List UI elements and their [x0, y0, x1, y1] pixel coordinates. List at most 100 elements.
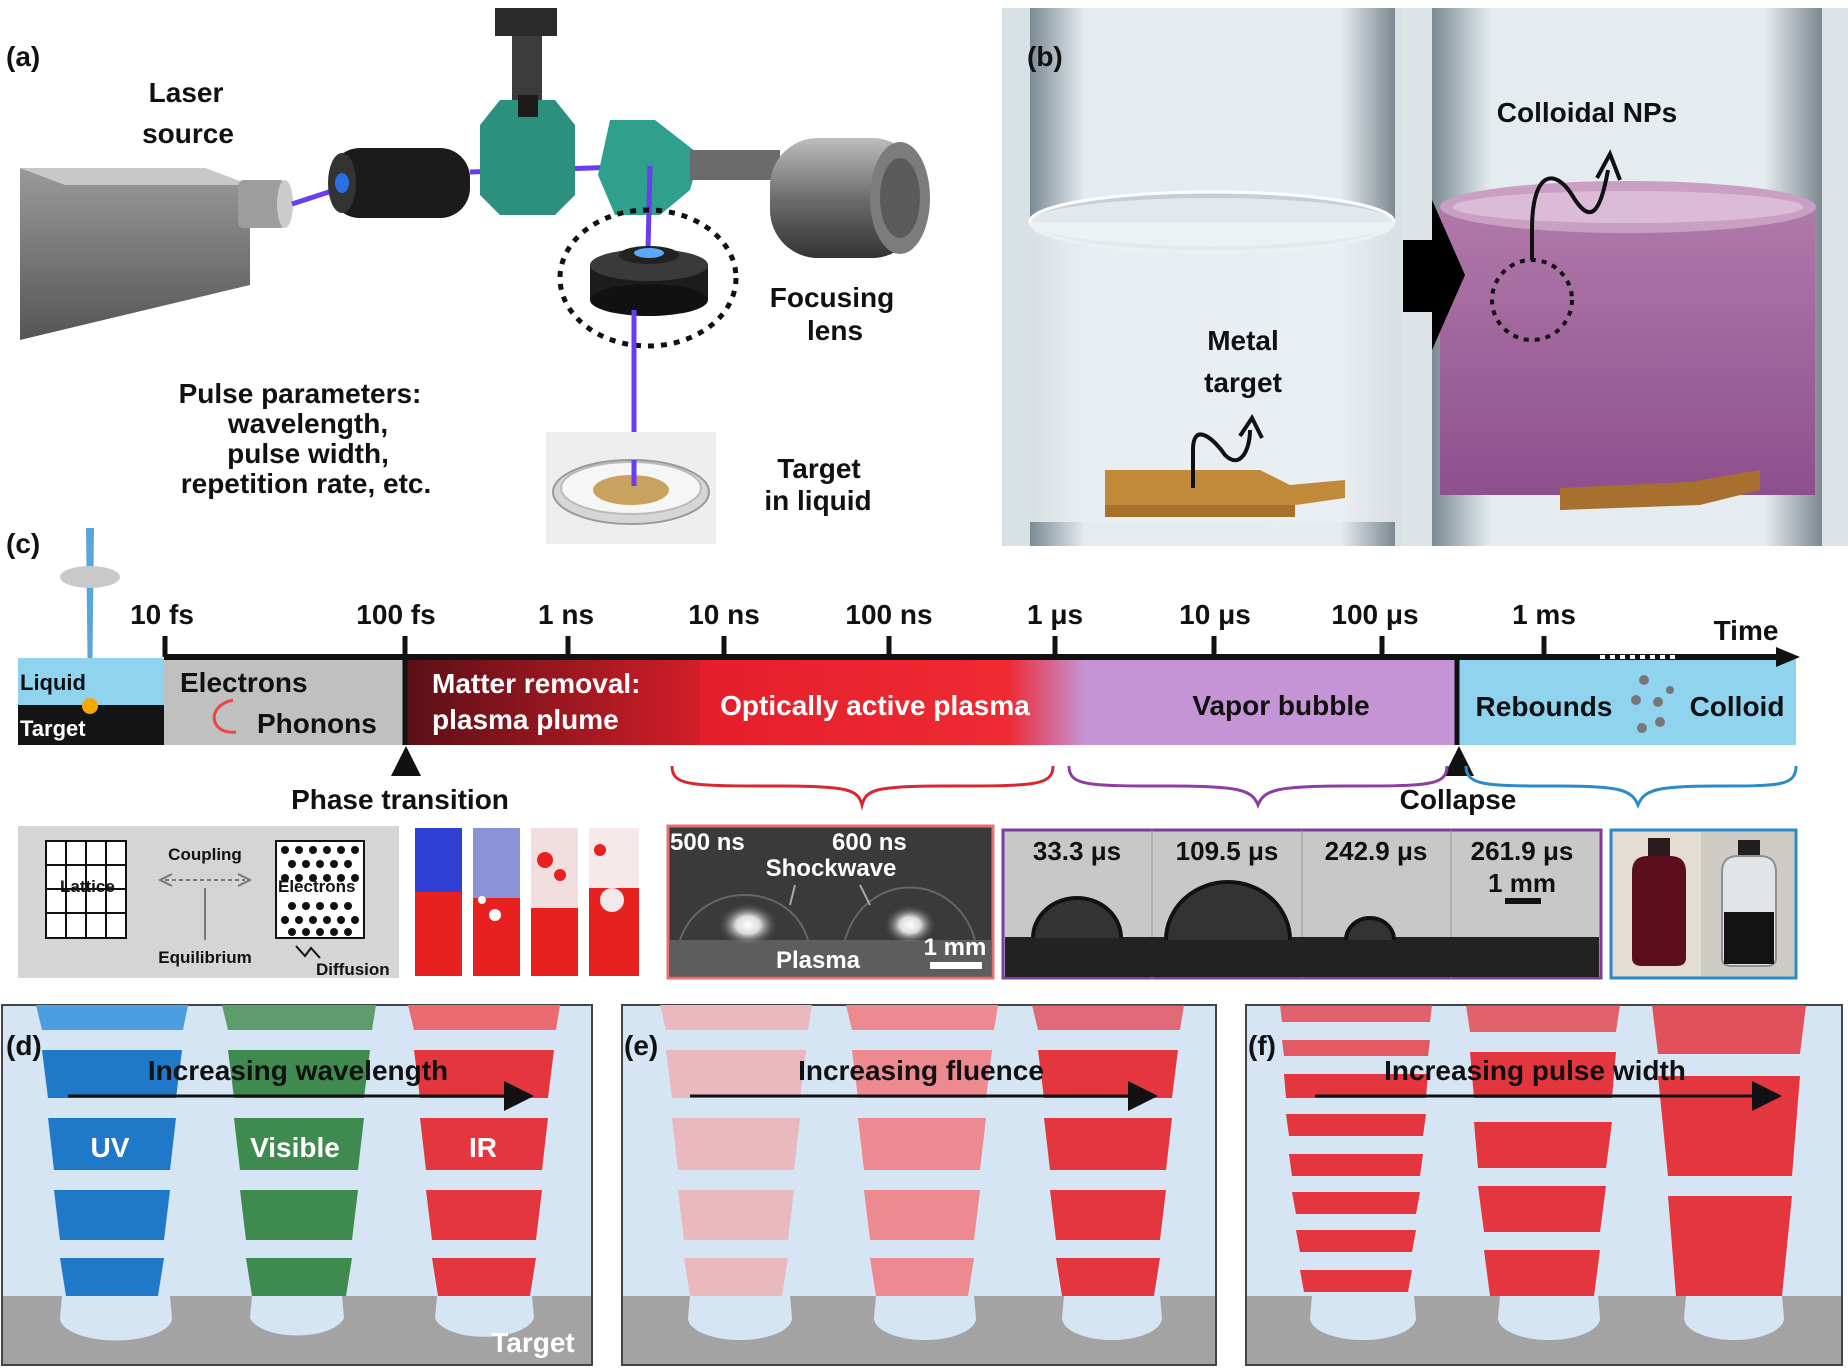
rebounds-label: Rebounds [1476, 691, 1613, 722]
tick-label-6: 10 μs [1179, 599, 1251, 630]
schematic-liquid-label: Liquid [20, 670, 86, 695]
laser-beam-1 [291, 187, 336, 207]
electrons-phonons-arrow [212, 698, 237, 734]
pulse-params-label-3: pulse width, [227, 438, 389, 469]
matter-removal-label-1: Matter removal: [432, 668, 641, 699]
equilibrium-label: Equilibrium [158, 948, 252, 967]
segment-matter-removal [406, 658, 700, 745]
bottle-ruby-colloid [1632, 856, 1686, 966]
panel-b-letter: (b) [1027, 41, 1063, 72]
bottle-cap-1 [1648, 838, 1670, 856]
bubble-time-3: 242.9 μs [1325, 836, 1428, 866]
shadowgraph-time-2: 600 ns [832, 829, 907, 856]
shadowgraph-scale-label: 1 mm [924, 934, 987, 961]
panel-a-letter: (a) [6, 41, 40, 72]
panel-d: (d) Increasing wavelength UV Visible IR … [1, 1004, 593, 1366]
tick-label-1: 100 fs [356, 599, 435, 630]
electron-sea [275, 840, 365, 939]
tick-label-0: 10 fs [130, 599, 194, 630]
medium-pulses [1466, 1005, 1620, 1296]
metal-target-label-2: target [1204, 367, 1282, 398]
panel-f: (f) Increasing pulse width [1245, 1004, 1843, 1366]
vapor-bubble-label: Vapor bubble [1192, 690, 1369, 721]
pulse-params-label-2: wavelength, [227, 408, 388, 439]
colloidal-nps-label: Colloidal NPs [1497, 97, 1677, 128]
panel-c-letter: (c) [6, 528, 40, 559]
mirror-block-1 [480, 100, 575, 215]
uv-pulses [36, 1005, 188, 1296]
focusing-lens-label-1: Focusing [770, 282, 894, 313]
matter-removal-label-2: plasma plume [432, 704, 619, 735]
pulse-params-label-1: Pulse parameters: [179, 378, 422, 409]
wavelength-arrow-label: Increasing wavelength [148, 1055, 448, 1086]
tick-label-7: 100 μs [1331, 599, 1418, 630]
short-pulses [1280, 1005, 1432, 1292]
bubble-1 [1031, 896, 1123, 939]
coupling-label: Coupling [168, 845, 242, 864]
laser-connector [238, 180, 286, 228]
collimator [330, 148, 470, 218]
timeline-ticks [162, 636, 1547, 745]
panel-b: (b) Metal target Colloidal NPs [1002, 8, 1848, 546]
focusing-lens-label-2: lens [807, 315, 863, 346]
metal-disc [593, 475, 669, 505]
target-label: Target [491, 1327, 575, 1358]
target-in-liquid-label-2: in liquid [764, 485, 871, 516]
time-axis-label: Time [1714, 615, 1779, 646]
colloid-label: Colloid [1690, 691, 1785, 722]
process-arrow [1403, 200, 1465, 350]
metal-target-label-1: Metal [1207, 325, 1279, 356]
schematic-lens [60, 566, 120, 588]
plasma-inset-label: Plasma [776, 947, 861, 974]
electron-dots [281, 846, 359, 936]
panel-d-letter: (d) [6, 1030, 42, 1061]
bubble-time-1: 33.3 μs [1033, 836, 1121, 866]
plasma-brace [670, 765, 1055, 811]
bubble-2 [1164, 880, 1292, 941]
shockwave-label: Shockwave [766, 855, 897, 882]
bubble-time-4: 261.9 μs [1471, 836, 1574, 866]
laser-source-body [20, 168, 250, 340]
segment-plasma [700, 658, 1085, 745]
vapor-brace [1067, 765, 1449, 810]
bottle-cap-2 [1738, 840, 1760, 856]
segment-electrons [164, 658, 406, 745]
metal-target-plate [1105, 470, 1345, 516]
shadowgraph-time-1: 500 ns [670, 829, 745, 856]
electrons-label: Electrons [180, 667, 308, 698]
colloid-dots [1631, 675, 1674, 733]
low-fluence-pulses [660, 1005, 812, 1296]
laser-source-label-2: source [142, 118, 234, 149]
tick-label-5: 1 μs [1027, 599, 1083, 630]
panel-f-letter: (f) [1248, 1030, 1276, 1061]
electrons-inset-label: Electrons [278, 877, 355, 896]
segment-rebounds [1459, 658, 1796, 745]
colloidal-nps-arrow [1530, 169, 1610, 260]
panel-e-letter: (e) [624, 1030, 658, 1061]
collapse-label: Collapse [1400, 784, 1517, 815]
ir-pulses [408, 1005, 560, 1296]
plasma-glow-1 [718, 903, 778, 947]
pulse-params-label-4: repetition rate, etc. [181, 468, 432, 499]
metal-target-arrow [1191, 429, 1252, 488]
bubble-scale-bar [1505, 898, 1541, 904]
plasma-label: Optically active plasma [720, 690, 1030, 721]
uv-label: UV [91, 1132, 130, 1163]
panel-e: (e) Increasing fluence [621, 1004, 1217, 1366]
plasma-glow-2 [884, 905, 936, 945]
shadowgraph-scale-bar [930, 962, 982, 969]
visible-label: Visible [250, 1132, 340, 1163]
diffusion-arrow [295, 945, 321, 959]
bubble-time-2: 109.5 μs [1176, 836, 1279, 866]
pulse-width-arrow-label: Increasing pulse width [1384, 1055, 1686, 1086]
tick-label-8: 1 ms [1512, 599, 1576, 630]
schematic-target-label: Target [20, 716, 86, 741]
schematic-liquid [18, 658, 164, 705]
segment-vapor-bubble [1085, 658, 1459, 745]
visible-pulses [222, 1005, 376, 1296]
colloid-liquid [1440, 205, 1815, 495]
tick-label-3: 10 ns [688, 599, 760, 630]
laser-source-label-1: Laser [149, 77, 224, 108]
md-columns [415, 828, 639, 976]
